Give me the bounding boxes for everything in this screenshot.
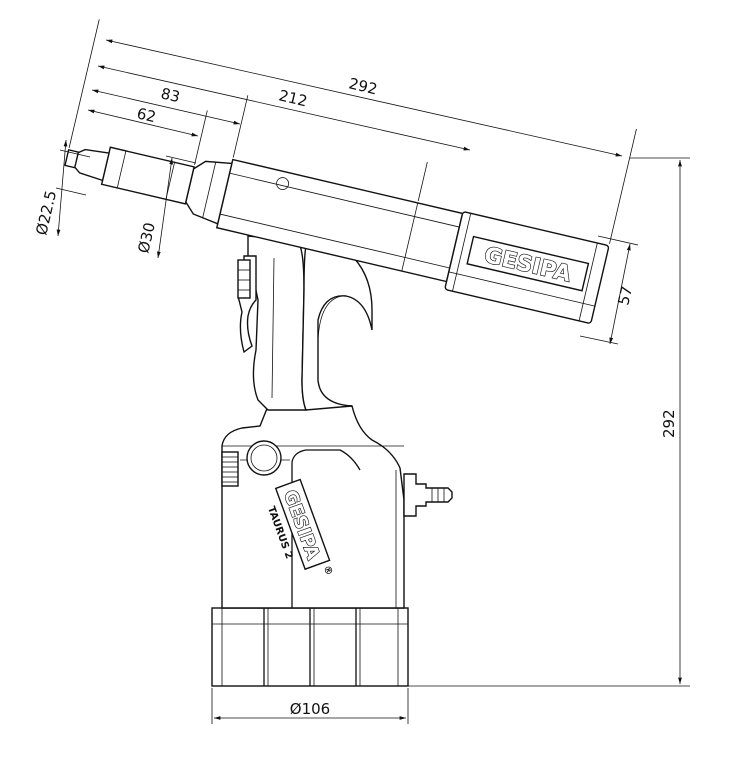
dim-dia-22-5: Ø22.5 xyxy=(32,189,60,237)
dim-83-line xyxy=(91,89,241,125)
dim-62-line xyxy=(87,109,199,137)
dim-57: 57 xyxy=(614,284,636,307)
dim-57-line xyxy=(609,243,631,345)
tool-body xyxy=(221,405,405,609)
dim-292-length: 292 xyxy=(347,74,379,98)
handle-grip xyxy=(247,235,373,411)
dim-dia-30-line xyxy=(156,157,174,259)
trigger xyxy=(237,255,257,354)
dim-292-length-line xyxy=(105,39,623,157)
head-assembly: GESIPA xyxy=(64,146,610,324)
base-collar xyxy=(211,607,409,687)
air-fitting xyxy=(403,473,453,517)
dim-83: 83 xyxy=(159,84,182,106)
dim-62: 62 xyxy=(135,104,158,126)
dim-212-line xyxy=(97,65,471,151)
dim-dia-106: Ø106 xyxy=(290,700,330,718)
dim-dia-30: Ø30 xyxy=(134,221,159,255)
body-logo-registered: ® xyxy=(321,564,335,577)
dim-292-height: 292 xyxy=(660,409,678,438)
rivet-tool-drawing: GESIPA GESIPA ® TAURUS 2 xyxy=(64,146,610,687)
dim-dia-22-5-line xyxy=(56,139,68,237)
dim-212: 212 xyxy=(277,86,309,110)
